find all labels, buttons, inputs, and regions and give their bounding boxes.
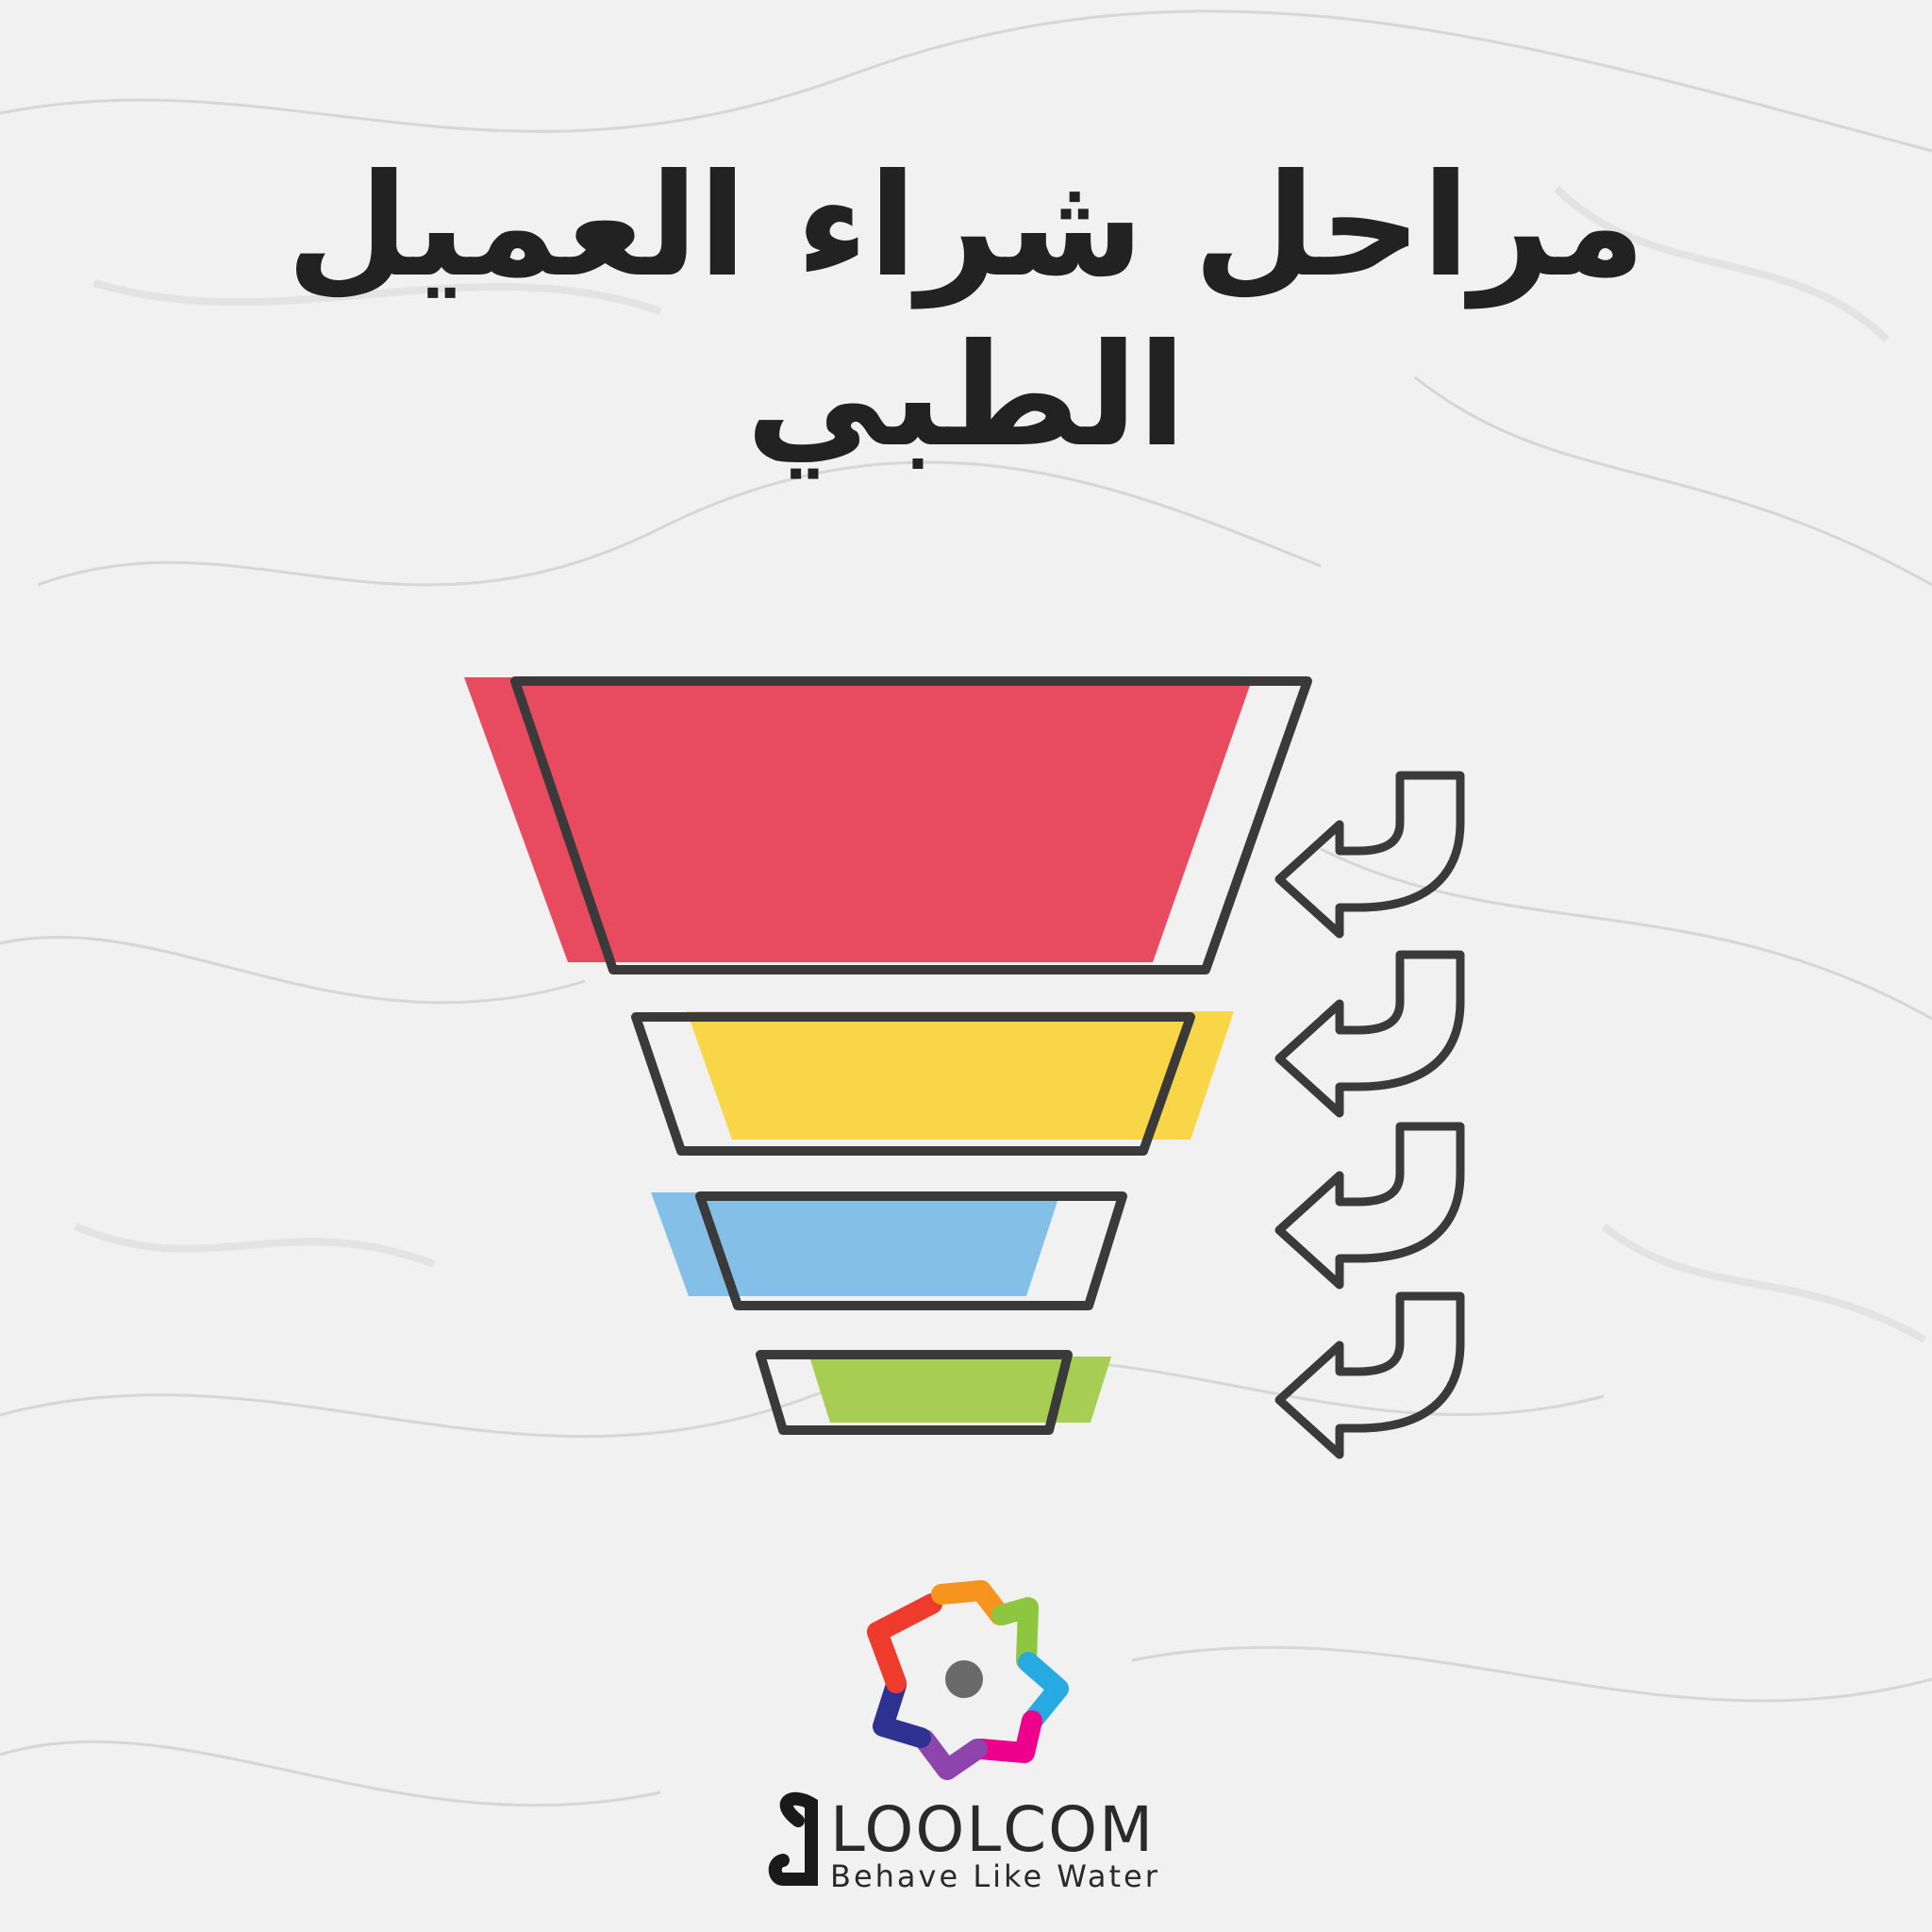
- curved-arrow-left-icon: [1274, 1291, 1465, 1459]
- title-line-2: الطبي: [745, 314, 1187, 478]
- curved-arrow-left-icon: [1274, 1122, 1465, 1290]
- brand-name: LOOLCOM: [830, 1793, 1155, 1866]
- funnel-stage-3: [651, 1191, 1127, 1310]
- funnel-stage-3-shadow: [651, 1192, 1060, 1296]
- curved-arrow-left-icon: [1274, 950, 1465, 1118]
- logo-center-dot: [945, 1660, 983, 1698]
- brand-tagline: Behave Like Water: [830, 1858, 1160, 1894]
- loolcom-star-logo-icon: [867, 1580, 1069, 1780]
- curved-arrow-left-icon: [1274, 771, 1465, 939]
- funnel-stage-2: [631, 1011, 1234, 1156]
- title-line-1: مراحل شراء العميل: [286, 144, 1646, 308]
- funnel-stage-2-shadow: [687, 1011, 1234, 1140]
- brand-arabic-mark: [768, 1791, 818, 1886]
- funnel-stage-4-shadow: [809, 1357, 1111, 1423]
- funnel-stage-4: [756, 1350, 1111, 1435]
- funnel-stage-1-outline: [510, 676, 1312, 974]
- funnel-stage-2-outline: [631, 1012, 1195, 1156]
- funnel-stage-1: [464, 676, 1312, 974]
- funnel-stage-3-outline: [695, 1191, 1127, 1310]
- funnel-stage-4-outline: [756, 1350, 1073, 1435]
- funnel-stage-1-shadow: [464, 677, 1253, 962]
- page-title: مراحل شراء العميل الطبي: [211, 142, 1721, 481]
